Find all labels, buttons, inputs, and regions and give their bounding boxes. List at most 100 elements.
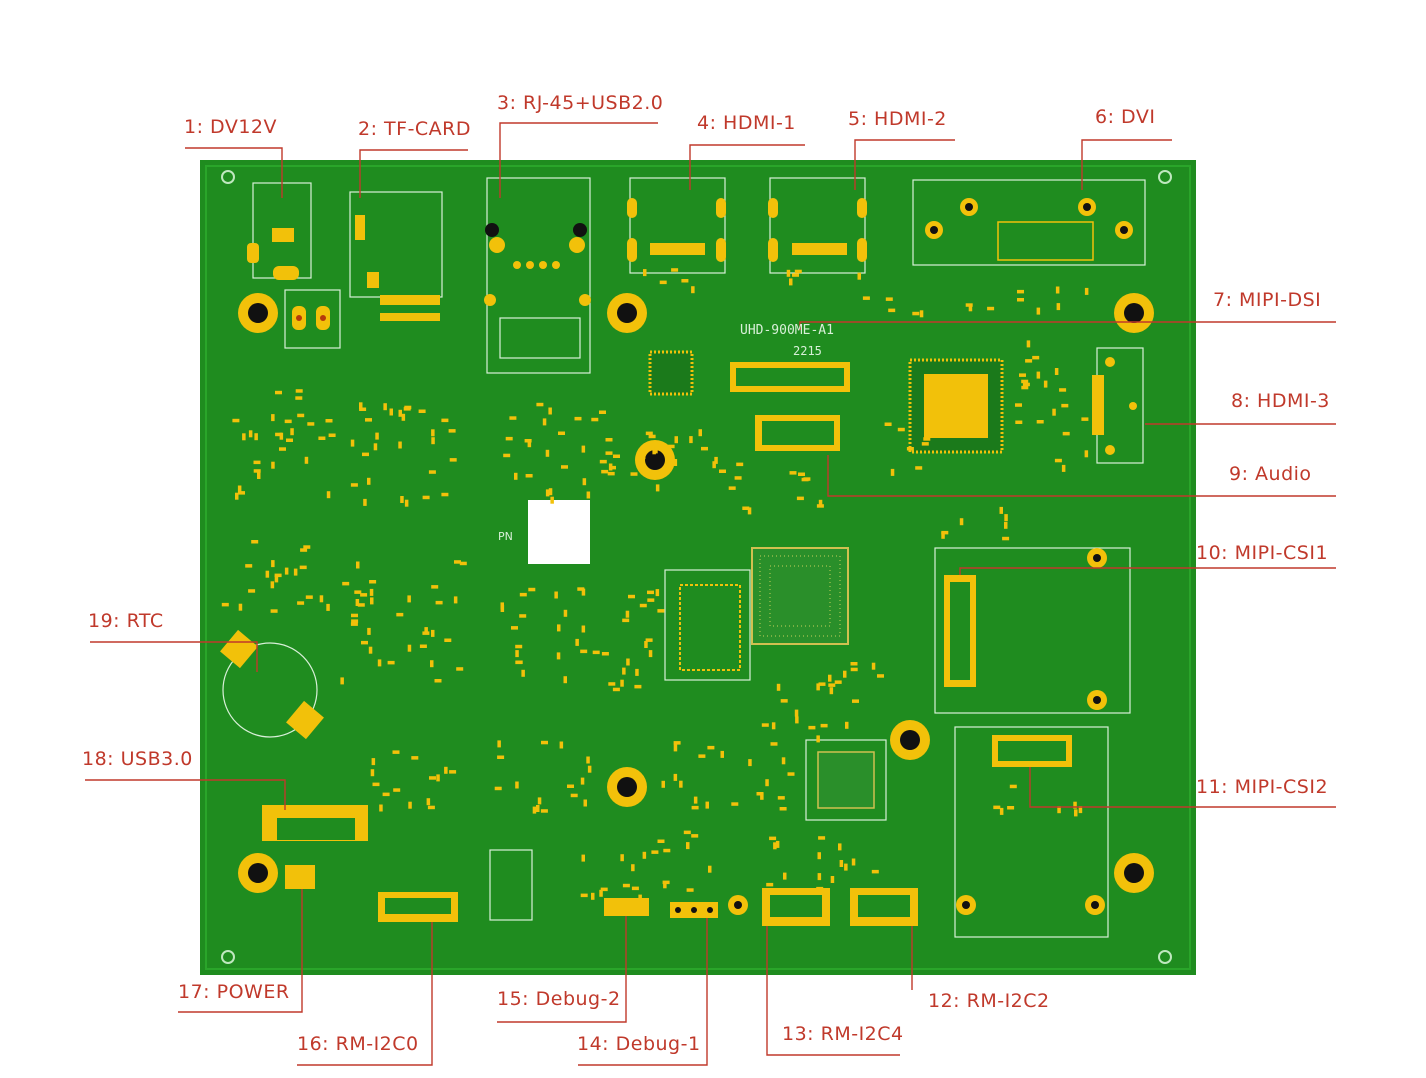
smd-pad bbox=[808, 725, 816, 730]
smd-pad bbox=[434, 679, 442, 683]
smd-pad bbox=[829, 687, 834, 695]
smd-pad bbox=[1081, 417, 1089, 421]
smd-pad bbox=[773, 842, 777, 850]
smd-pad bbox=[591, 417, 599, 422]
smd-pad bbox=[728, 486, 736, 490]
smd-pad bbox=[303, 545, 311, 549]
smd-pad bbox=[877, 674, 884, 678]
smd-pad bbox=[350, 622, 358, 626]
smd-pad bbox=[548, 488, 553, 496]
smd-pad bbox=[987, 306, 995, 311]
smd-pad bbox=[581, 854, 585, 862]
callout-leader-lines bbox=[85, 122, 1336, 1066]
callout-debug-2: 15: Debug-2 bbox=[497, 988, 621, 1010]
smd-pad bbox=[708, 865, 712, 873]
smd-pad bbox=[532, 806, 537, 814]
smd-pad bbox=[599, 410, 606, 414]
smd-pad bbox=[1004, 521, 1008, 529]
smd-pad bbox=[359, 407, 367, 411]
smd-pad bbox=[396, 612, 404, 617]
smd-pad bbox=[781, 757, 786, 765]
smd-pad bbox=[1015, 420, 1023, 424]
smd-pad bbox=[354, 590, 362, 594]
smd-pad bbox=[620, 854, 624, 862]
smd-pad bbox=[586, 491, 591, 499]
smd-pad bbox=[647, 590, 654, 595]
smd-pad bbox=[373, 443, 378, 451]
smd-pad bbox=[459, 561, 467, 566]
smd-pad bbox=[448, 429, 456, 433]
smd-pad bbox=[365, 418, 372, 422]
smd-pad bbox=[591, 892, 595, 900]
smd-pad bbox=[871, 662, 876, 670]
smd-pad bbox=[674, 436, 678, 444]
smd-pad bbox=[1036, 307, 1041, 315]
smd-pad bbox=[622, 883, 630, 888]
smd-pad bbox=[771, 722, 776, 730]
callout-rm-i2c0: 16: RM-I2C0 bbox=[297, 1033, 419, 1055]
smd-pad bbox=[592, 650, 600, 655]
smd-pad bbox=[631, 886, 639, 891]
smd-pad bbox=[789, 471, 797, 475]
smd-pad bbox=[428, 470, 436, 474]
smd-pad bbox=[765, 779, 769, 787]
smd-pad bbox=[270, 609, 278, 613]
smd-pad bbox=[719, 469, 726, 473]
smd-pad bbox=[525, 474, 533, 478]
header-inner bbox=[385, 895, 910, 917]
smd-pad bbox=[853, 888, 857, 896]
smd-pad bbox=[293, 568, 298, 576]
smd-pad bbox=[777, 796, 785, 800]
smd-pad bbox=[959, 518, 964, 526]
smd-pad bbox=[558, 431, 565, 435]
smd-pad bbox=[398, 409, 402, 417]
smd-pad bbox=[657, 609, 665, 613]
smd-pad bbox=[601, 469, 609, 474]
smd-pad bbox=[580, 649, 588, 654]
smd-pad bbox=[271, 560, 275, 568]
smd-pad bbox=[431, 629, 435, 637]
smd-pad bbox=[1019, 373, 1026, 377]
smd-pad bbox=[999, 807, 1004, 815]
smd-pad bbox=[419, 644, 427, 648]
smd-pad bbox=[377, 659, 382, 667]
smd-pad bbox=[1007, 806, 1015, 810]
smd-pad bbox=[563, 676, 567, 684]
smd-pad bbox=[652, 447, 656, 455]
smd-pad bbox=[915, 466, 923, 470]
smd-pad bbox=[427, 805, 435, 810]
pn-silkscreen: PN bbox=[498, 530, 513, 543]
smd-pad bbox=[968, 304, 973, 312]
smd-pad bbox=[999, 506, 1003, 514]
smd-pad bbox=[271, 414, 275, 422]
board-model-silkscreen: UHD-900ME-A1 bbox=[740, 323, 834, 338]
smd-pad bbox=[693, 796, 698, 804]
smd-pad bbox=[816, 504, 824, 508]
smd-pad bbox=[912, 311, 920, 316]
smd-pad bbox=[422, 495, 430, 500]
smd-pad bbox=[497, 740, 501, 748]
smd-pad bbox=[673, 773, 678, 781]
smd-pad bbox=[271, 461, 275, 469]
smd-pad bbox=[500, 605, 505, 612]
smd-pad bbox=[494, 786, 502, 791]
smd-pad bbox=[701, 446, 708, 451]
callout-power: 17: POWER bbox=[178, 981, 290, 1003]
smd-pad bbox=[818, 682, 826, 686]
smd-pad bbox=[921, 442, 929, 446]
smd-pad bbox=[304, 456, 309, 464]
smd-pad bbox=[816, 683, 820, 691]
smd-pad bbox=[351, 619, 359, 623]
smd-pad bbox=[340, 677, 344, 685]
smd-pad bbox=[375, 432, 379, 440]
smd-pad bbox=[515, 781, 519, 789]
smd-pad bbox=[361, 640, 368, 645]
smd-pad bbox=[379, 804, 383, 812]
smd-pad bbox=[630, 472, 638, 476]
smd-pad bbox=[253, 469, 261, 473]
bottom-header-holes bbox=[675, 901, 742, 913]
smd-pad bbox=[586, 756, 590, 764]
callout-usb3: 18: USB3.0 bbox=[82, 748, 193, 770]
smd-pad bbox=[663, 848, 671, 853]
